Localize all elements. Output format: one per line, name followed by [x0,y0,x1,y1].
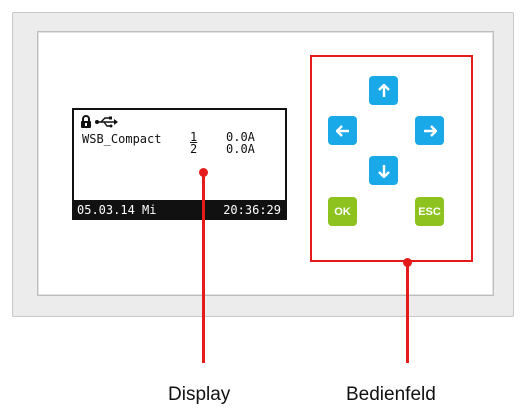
esc-button[interactable]: ESC [415,197,444,226]
ok-button[interactable]: OK [328,197,357,226]
display-label: Display [168,384,231,405]
down-button[interactable] [369,156,398,185]
channel-2-current: 0.0A [226,142,255,156]
background-band [0,320,526,415]
product-name: WSB_Compact [82,132,162,146]
display-date: 05.03.14 Mi [77,203,157,217]
display: WSB_Compact 1 0.0A 2 0.0A 05.03.14 Mi 20… [72,108,287,220]
control-panel: OK ESC [310,55,473,262]
display-status-icons [80,114,118,130]
arrow-up-icon [377,83,390,97]
arrow-down-icon [377,164,390,178]
panel-callout-line [406,263,409,363]
left-button[interactable] [328,116,357,145]
right-button[interactable] [415,116,444,145]
arrow-left-icon [335,124,349,137]
arrow-right-icon [423,124,437,137]
up-button[interactable] [369,76,398,105]
display-callout-line [202,173,205,363]
display-time: 20:36:29 [223,203,281,217]
channel-1-number: 1 [190,130,198,144]
channel-1-current: 0.0A [226,130,255,144]
display-callout-dot [199,168,208,177]
device-frame: WSB_Compact 1 0.0A 2 0.0A 05.03.14 Mi 20… [12,12,514,317]
device-face: WSB_Compact 1 0.0A 2 0.0A 05.03.14 Mi 20… [37,31,494,296]
display-status-bar: 05.03.14 Mi 20:36:29 [74,200,285,218]
channel-2-number: 2 [190,142,198,156]
lock-icon [81,115,91,128]
panel-callout-dot [403,258,412,267]
panel-label: Bedienfeld [346,384,436,405]
usb-icon [95,116,118,128]
